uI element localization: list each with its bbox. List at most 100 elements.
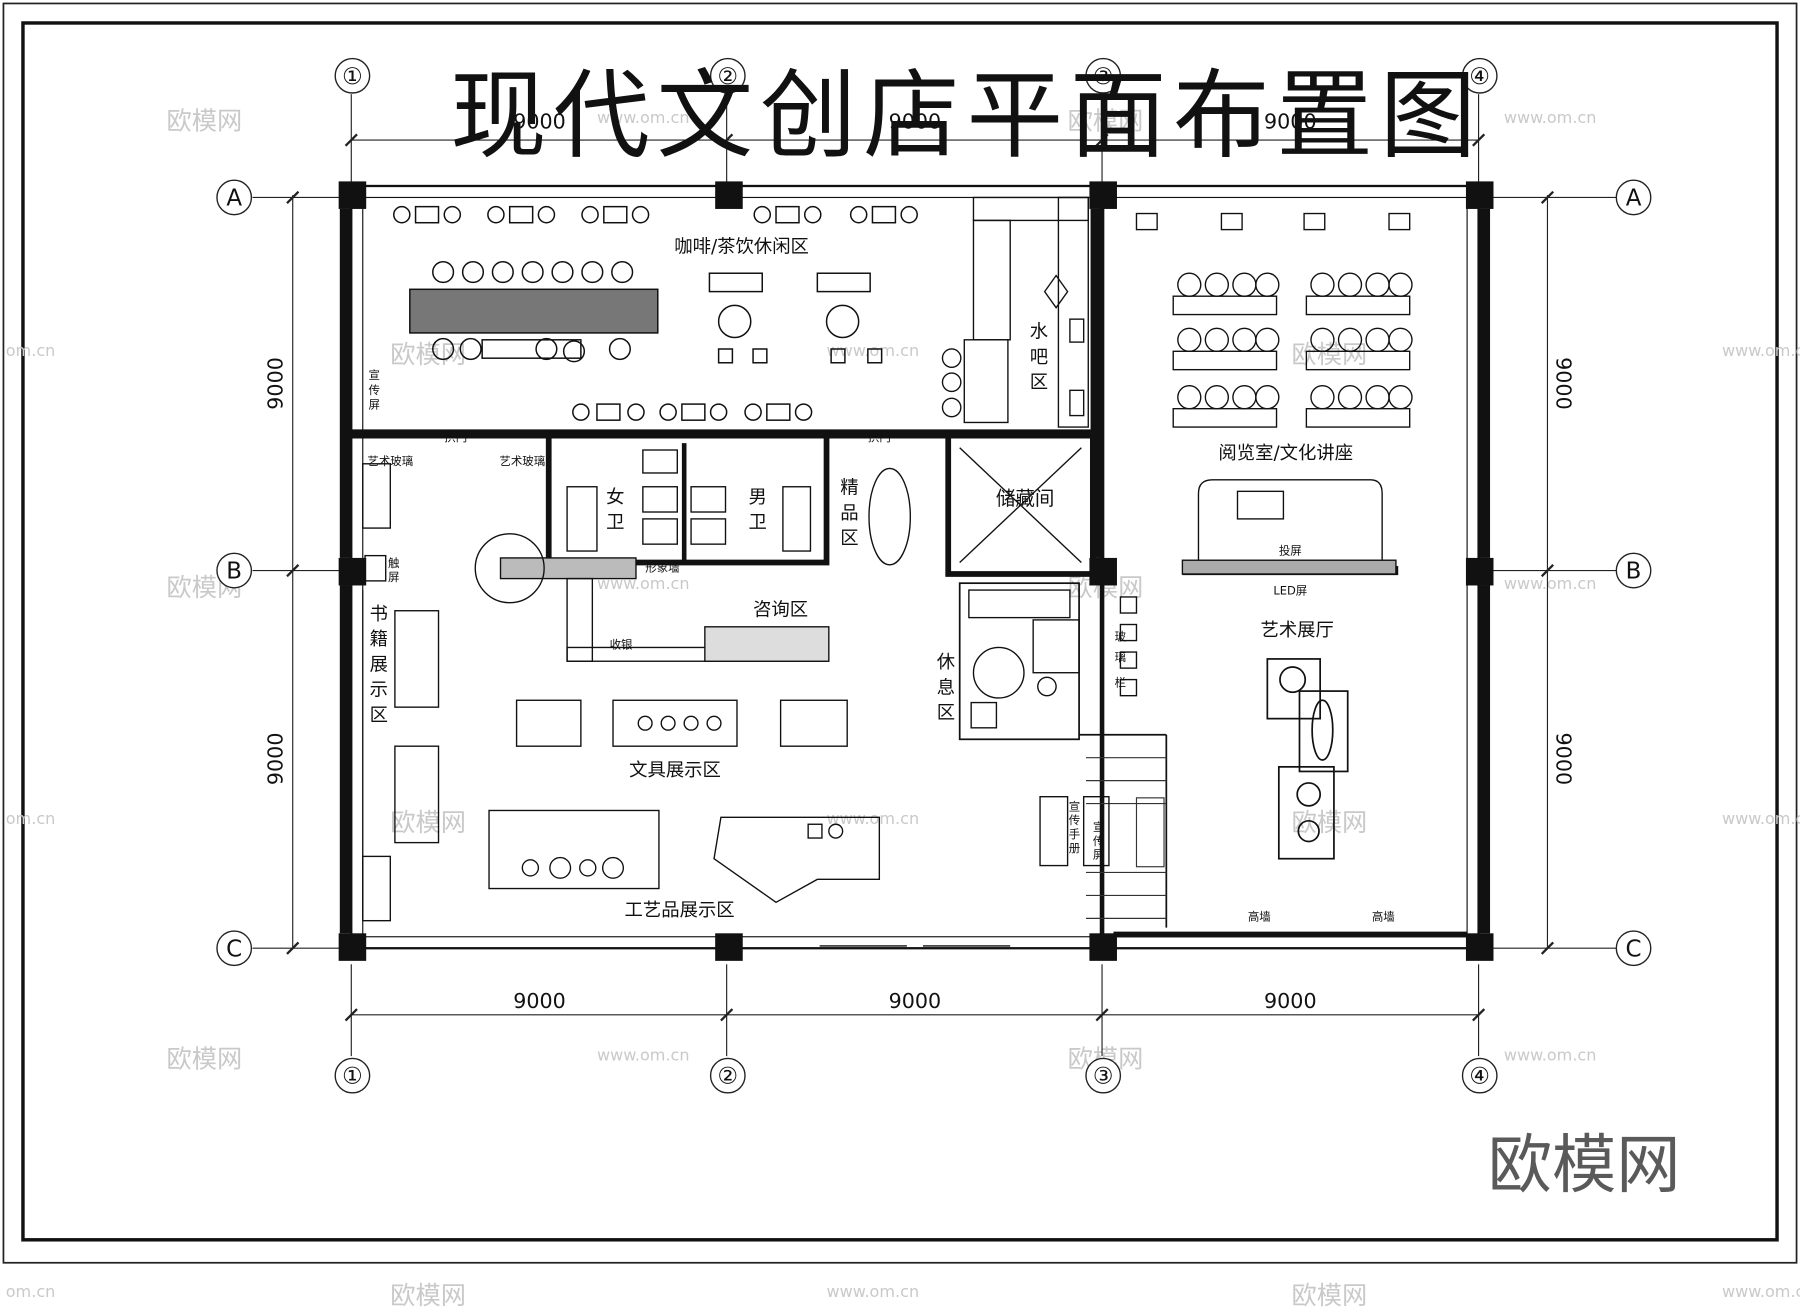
room-label-boutique: 区	[840, 528, 858, 549]
annotation: 触	[388, 556, 400, 570]
axis-label: C	[1626, 936, 1642, 962]
annotation: 册	[1069, 841, 1080, 855]
axis-label: ②	[718, 1064, 739, 1090]
watermark: www.om.cn	[1504, 574, 1597, 593]
room-label-rest: 休	[937, 652, 955, 673]
watermark: 欧模网	[1291, 1281, 1367, 1310]
watermark: om.cn	[6, 809, 56, 828]
room-label-water-bar: 水	[1030, 322, 1048, 343]
watermark: www.om.cn	[827, 341, 920, 360]
axis-bubbles	[216, 57, 1652, 1094]
room-label-women-wc: 卫	[606, 512, 624, 533]
watermark: www.om.cn	[1504, 108, 1597, 127]
room-label-water-bar: 吧	[1030, 347, 1048, 368]
annotation: 拱门	[444, 430, 467, 444]
room-label-books: 籍	[370, 629, 388, 650]
dimension-value: 9000	[263, 733, 287, 786]
watermark: 欧模网	[1291, 340, 1367, 369]
room-label-cafe: 咖啡/茶饮休闲区	[674, 237, 809, 258]
watermark: www.om.cn	[597, 1046, 690, 1065]
annotation: 艺术玻璃	[367, 454, 413, 468]
dimension-value: 9000	[1264, 110, 1317, 134]
annotation: 传	[1093, 834, 1104, 848]
axis-label: ③	[1093, 64, 1114, 90]
annotation: 屏	[388, 570, 399, 584]
room-label-books: 示	[370, 680, 388, 701]
room-label-stationery: 文具展示区	[629, 760, 721, 781]
brand-watermark: 欧模网	[1488, 1128, 1681, 1203]
room-label-women-wc: 女	[606, 487, 624, 508]
stationery-display	[515, 699, 848, 747]
axis-label: A	[1626, 186, 1642, 212]
watermark: 欧模网	[1068, 107, 1144, 136]
watermark: www.om.cn	[1722, 341, 1800, 360]
watermark: om.cn	[6, 1282, 56, 1301]
room-label-water-bar: 区	[1030, 372, 1048, 393]
axis-label: B	[1626, 559, 1642, 585]
watermark: www.om.cn	[1722, 809, 1800, 828]
room-label-reading: 阅览室/文化讲座	[1218, 443, 1353, 464]
structural-columns	[338, 181, 1494, 961]
annotation: 玻	[1115, 630, 1127, 644]
gallery-displays	[1266, 658, 1349, 860]
axis-label: A	[226, 186, 242, 212]
room-label-books: 书	[370, 604, 388, 625]
reading-furniture	[1135, 212, 1413, 575]
dimension-lines	[252, 94, 1617, 1057]
axis-label: ③	[1093, 1064, 1114, 1090]
annotation: 栏	[1115, 675, 1126, 689]
dimension-values: 9000 9000 9000 9000 9000 9000 9000 9000 …	[263, 110, 1575, 1013]
room-label-boutique: 品	[840, 503, 858, 524]
room-label-rest: 息	[937, 677, 955, 698]
annotation: 艺术玻璃	[499, 454, 545, 468]
annotation: 投屏	[1279, 543, 1302, 557]
annotation: 屏	[369, 398, 380, 412]
watermark: www.om.cn	[1722, 1282, 1800, 1301]
annotation: 形象墙	[645, 561, 679, 575]
room-label-books: 区	[370, 705, 388, 726]
axis-label: ④	[1469, 64, 1490, 90]
axis-label: ②	[718, 64, 739, 90]
annotation: 收银	[610, 638, 633, 652]
dimension-value: 9000	[1552, 733, 1576, 786]
room-labels: 咖啡/茶饮休闲区 水 吧 区 阅览室/文化讲座 女 卫 男 卫 精 品 区 储藏…	[370, 237, 1353, 922]
axis-label: ①	[342, 64, 363, 90]
annotation: LED屏	[1273, 584, 1307, 598]
axis-labels: ① ② ③ ④ ① ② ③ ④ A B C A B C	[226, 64, 1642, 1090]
room-label-storage: 储藏间	[996, 487, 1055, 510]
watermark: www.om.cn	[1504, 1046, 1597, 1065]
annotation: 高墙	[1248, 910, 1271, 924]
watermark: www.om.cn	[827, 809, 920, 828]
annotation: 手	[1069, 827, 1080, 841]
dimension-value: 9000	[513, 989, 566, 1013]
axis-label: ①	[342, 1064, 363, 1090]
inner-frame	[21, 21, 1779, 1242]
watermark: 欧模网	[390, 340, 466, 369]
room-label-consult: 咨询区	[753, 599, 808, 620]
annotation-labels: 宣 传 屏 拱门 拱门 艺术玻璃 艺术玻璃 触 屏 形象墙 收银 投屏 LED屏…	[367, 368, 1394, 924]
page-title: 现代文创店平面布置图	[450, 60, 1483, 172]
annotation: 屏	[1093, 848, 1104, 862]
dimension-value: 9000	[889, 989, 942, 1013]
watermark: 欧模网	[390, 1281, 466, 1310]
room-label-men-wc: 男	[748, 487, 766, 508]
annotation: 传	[369, 383, 380, 397]
room-label-men-wc: 卫	[748, 512, 766, 533]
annotation: 宣	[1093, 820, 1104, 834]
dimension-value: 9000	[889, 110, 942, 134]
rest-furniture	[968, 589, 1080, 729]
room-label-books: 展	[370, 654, 388, 675]
room-label-rest: 区	[937, 703, 955, 724]
dimension-value: 9000	[263, 357, 287, 410]
annotation: 高墙	[1372, 910, 1395, 924]
cafe-furniture	[393, 205, 918, 421]
room-label-boutique: 精	[840, 478, 858, 499]
dimension-value: 9000	[1552, 357, 1576, 410]
watermark: om.cn	[6, 341, 56, 360]
water-bar	[941, 196, 1089, 428]
annotation: 璃	[1115, 650, 1126, 664]
wall-slabs	[339, 208, 1491, 934]
annotation: 宣	[1069, 799, 1080, 813]
axis-label: C	[226, 936, 242, 962]
